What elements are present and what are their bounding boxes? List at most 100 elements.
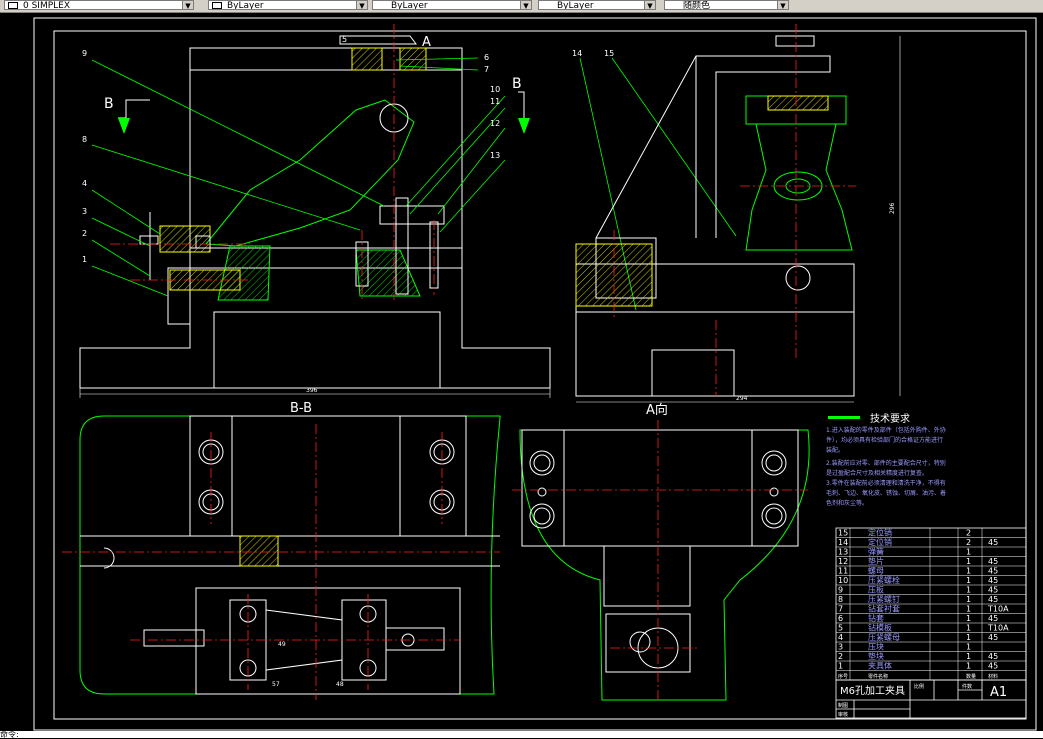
color-dropdown-value: ByLayer bbox=[227, 1, 264, 10]
bom-cell-mat: 45 bbox=[988, 557, 998, 566]
bom-cell-qty: 1 bbox=[966, 548, 971, 557]
bom-cell-name: 定位销 bbox=[868, 528, 892, 538]
bom-cell-name: 压块 bbox=[868, 642, 884, 652]
bom-cell-mat: 45 bbox=[988, 633, 998, 642]
svg-text:7: 7 bbox=[484, 65, 489, 74]
front-view-centerlines bbox=[110, 24, 435, 300]
command-line[interactable]: 命令: bbox=[0, 730, 1043, 739]
plotstyle-dropdown[interactable]: 随颜色 ▼ bbox=[664, 0, 789, 10]
outer-frame bbox=[33, 17, 1037, 731]
svg-text:5: 5 bbox=[342, 35, 347, 44]
bom-cell-mat: 45 bbox=[988, 614, 998, 623]
bom-cell-no: 15 bbox=[838, 529, 848, 538]
bom-cell-no: 9 bbox=[838, 586, 843, 595]
svg-text:B: B bbox=[104, 96, 114, 112]
view-a-holes bbox=[529, 450, 787, 529]
chevron-down-icon: ▼ bbox=[644, 1, 655, 9]
bom-cell-no: 6 bbox=[838, 614, 843, 623]
bom-cell-name: 压紧螺母 bbox=[868, 632, 900, 642]
tech-req-bar bbox=[828, 416, 860, 419]
chevron-down-icon: ▼ bbox=[356, 1, 367, 9]
dim-bb-a: 49 bbox=[278, 641, 286, 648]
bom-cell-no: 4 bbox=[838, 633, 843, 642]
bom-cell-qty: 1 bbox=[966, 614, 971, 623]
chevron-down-icon: ▼ bbox=[182, 1, 193, 9]
sheet-size: A1 bbox=[990, 685, 1007, 700]
bom-cell-no: 5 bbox=[838, 624, 843, 633]
bom-cell-no: 序号 bbox=[838, 673, 848, 680]
svg-text:2: 2 bbox=[82, 229, 87, 238]
svg-text:6: 6 bbox=[484, 53, 489, 62]
bom-cell-qty: 1 bbox=[966, 624, 971, 633]
bom-cell-name: 钻套衬套 bbox=[868, 604, 900, 614]
callout-numbers: 9 8 4 3 2 1 5 6 7 10 11 12 13 14 15 bbox=[82, 35, 614, 264]
bom-cell-mat: T10A bbox=[987, 605, 1009, 614]
bom-cell-name: 零件名称 bbox=[868, 673, 888, 680]
bom-cell-qty: 1 bbox=[966, 567, 971, 576]
command-prompt: 命令: bbox=[0, 730, 19, 739]
linetype-dropdown[interactable]: ByLayer ▼ bbox=[372, 0, 532, 10]
lineweight-dropdown[interactable]: ByLayer ▼ bbox=[538, 0, 656, 10]
bom-cell-mat: 材料 bbox=[988, 673, 998, 680]
bom-cell-mat: 45 bbox=[988, 538, 998, 547]
bom-cell-qty: 1 bbox=[966, 557, 971, 566]
lineweight-dropdown-value: ByLayer bbox=[557, 1, 594, 10]
plotstyle-dropdown-value: 随颜色 bbox=[683, 1, 711, 10]
bom-cell-no: 13 bbox=[838, 548, 848, 557]
bom-cell-qty: 1 bbox=[966, 576, 971, 585]
color-dropdown[interactable]: ByLayer ▼ bbox=[208, 0, 368, 10]
svg-text:色剂和灰尘等。: 色剂和灰尘等。 bbox=[826, 499, 868, 507]
bom-cell-mat: 45 bbox=[988, 652, 998, 661]
dim-bb-c: 48 bbox=[336, 681, 344, 688]
bom-cell-name: 垫片 bbox=[868, 556, 884, 566]
view-a-label: A向 bbox=[646, 402, 668, 418]
bom-cell-mat: 45 bbox=[988, 576, 998, 585]
dimension-side bbox=[576, 36, 901, 403]
properties-toolbar: 0 SIMPLEX ▼ ByLayer ▼ ByLayer ▼ ByLayer … bbox=[0, 0, 1043, 13]
dim-main-width: 396 bbox=[306, 387, 318, 394]
bom-cell-no: 10 bbox=[838, 576, 848, 585]
bom-cell-name: 压紧螺栓 bbox=[868, 575, 900, 585]
bom-cell-mat: T10A bbox=[987, 624, 1009, 633]
bom-cell-name: 夹具体 bbox=[868, 661, 892, 671]
svg-text:2.装配前应对零、部件的主要配合尺寸，特别: 2.装配前应对零、部件的主要配合尺寸，特别 bbox=[826, 459, 946, 467]
tech-req-body: 1.进入装配的零件及部件（包括外购件、外协 件），均必须具有检验部门的合格证方能… bbox=[826, 426, 946, 507]
svg-text:A: A bbox=[422, 35, 431, 50]
bom-cell-qty: 1 bbox=[966, 652, 971, 661]
drawing-title: M6孔加工夹具 bbox=[840, 684, 905, 697]
bom-cell-no: 8 bbox=[838, 595, 843, 604]
side-view-workpiece bbox=[745, 95, 853, 291]
bom-cell-name: 弹簧 bbox=[868, 547, 884, 557]
section-bb-holes bbox=[198, 439, 455, 677]
bom-cell-qty: 1 bbox=[966, 605, 971, 614]
svg-text:3.零件在装配前必须清理和清洗干净，不得有: 3.零件在装配前必须清理和清洗干净，不得有 bbox=[826, 479, 946, 487]
bom-cell-no: 1 bbox=[838, 662, 843, 671]
drawing-canvas[interactable]: 9 8 4 3 2 1 5 6 7 10 11 12 13 14 15 B B … bbox=[0, 12, 1043, 731]
front-view-clamp bbox=[205, 99, 421, 301]
chevron-down-icon: ▼ bbox=[520, 1, 531, 9]
bom-cell-qty: 1 bbox=[966, 643, 971, 652]
bom-cell-qty: 数量 bbox=[966, 673, 976, 680]
color-swatch-icon bbox=[212, 2, 222, 9]
inner-frame bbox=[53, 30, 1027, 720]
bom-cell-name: 垫块 bbox=[868, 651, 884, 661]
svg-text:是过盈配合尺寸及相关精度进行复查。: 是过盈配合尺寸及相关精度进行复查。 bbox=[826, 469, 928, 477]
bom-cell-qty: 1 bbox=[966, 662, 971, 671]
layer-dropdown-value: 0 SIMPLEX bbox=[23, 1, 71, 10]
bom-cell-no: 7 bbox=[838, 605, 843, 614]
side-view bbox=[575, 35, 855, 397]
bom-cell-name: 钻套 bbox=[868, 613, 884, 623]
layer-dropdown[interactable]: 0 SIMPLEX ▼ bbox=[4, 0, 194, 10]
svg-text:12: 12 bbox=[490, 119, 500, 128]
svg-text:装配。: 装配。 bbox=[826, 446, 844, 454]
section-bb-label: B-B bbox=[290, 401, 312, 416]
bom-cell-name: 钻模板 bbox=[868, 623, 892, 633]
svg-text:11: 11 bbox=[490, 97, 500, 106]
svg-text:1.进入装配的零件及部件（包括外购件、外协: 1.进入装配的零件及部件（包括外购件、外协 bbox=[826, 426, 946, 434]
bom-cell-no: 12 bbox=[838, 557, 848, 566]
bom-cell-qty: 1 bbox=[966, 595, 971, 604]
check-label: 审核 bbox=[838, 711, 848, 718]
svg-text:8: 8 bbox=[82, 135, 87, 144]
drawn-label: 制图 bbox=[838, 702, 848, 709]
